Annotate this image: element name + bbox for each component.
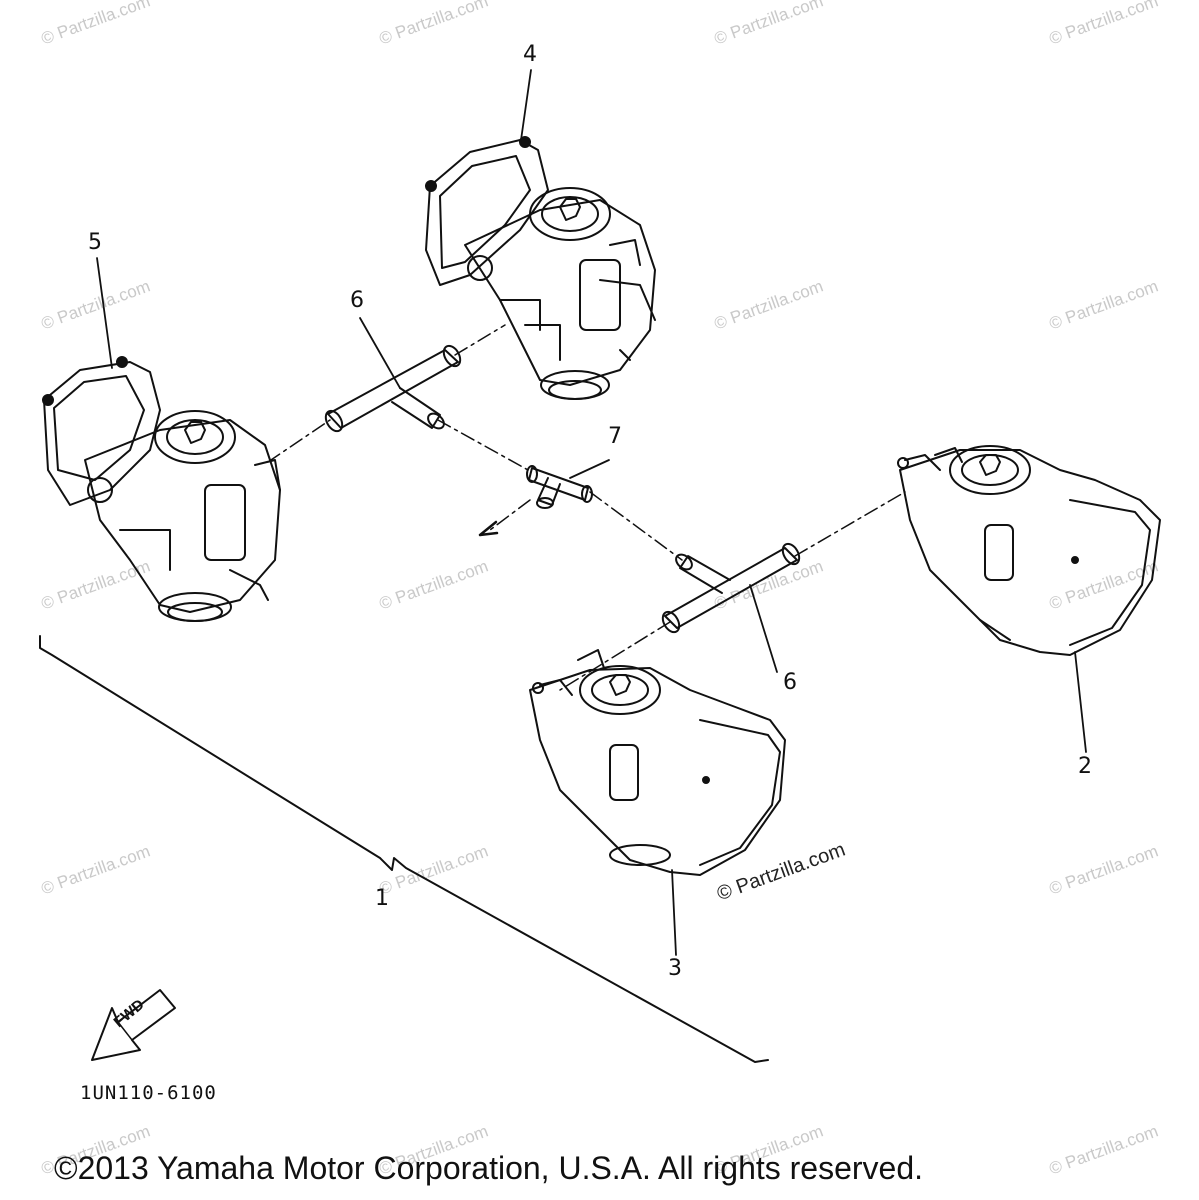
fwd-arrow-icon	[91, 989, 176, 1061]
diagram-part-code: 1UN110-6100	[80, 1082, 217, 1104]
carburetor-part-2	[897, 445, 1161, 656]
hose-part-6-lower	[661, 542, 801, 634]
callout-7: 7	[608, 424, 622, 449]
carburetor-part-3	[529, 649, 786, 876]
leader-lines	[96, 69, 1087, 956]
carburetor-part-4	[425, 136, 656, 400]
carburetor-part-5	[42, 356, 281, 622]
connection-lines	[267, 324, 906, 691]
callout-2: 2	[1078, 754, 1092, 779]
copyright-notice: ©2013 Yamaha Motor Corporation, U.S.A. A…	[54, 1150, 924, 1186]
callout-1: 1	[375, 886, 389, 911]
hose-part-6-upper	[324, 344, 462, 433]
callout-6-upper: 6	[350, 288, 364, 313]
callout-6-lower: 6	[783, 670, 797, 695]
callout-5: 5	[88, 230, 102, 255]
callout-3: 3	[668, 956, 682, 981]
assembly-bracket	[39, 635, 769, 1063]
vacuum-direction-arrow	[478, 520, 499, 537]
callout-4: 4	[523, 42, 537, 67]
